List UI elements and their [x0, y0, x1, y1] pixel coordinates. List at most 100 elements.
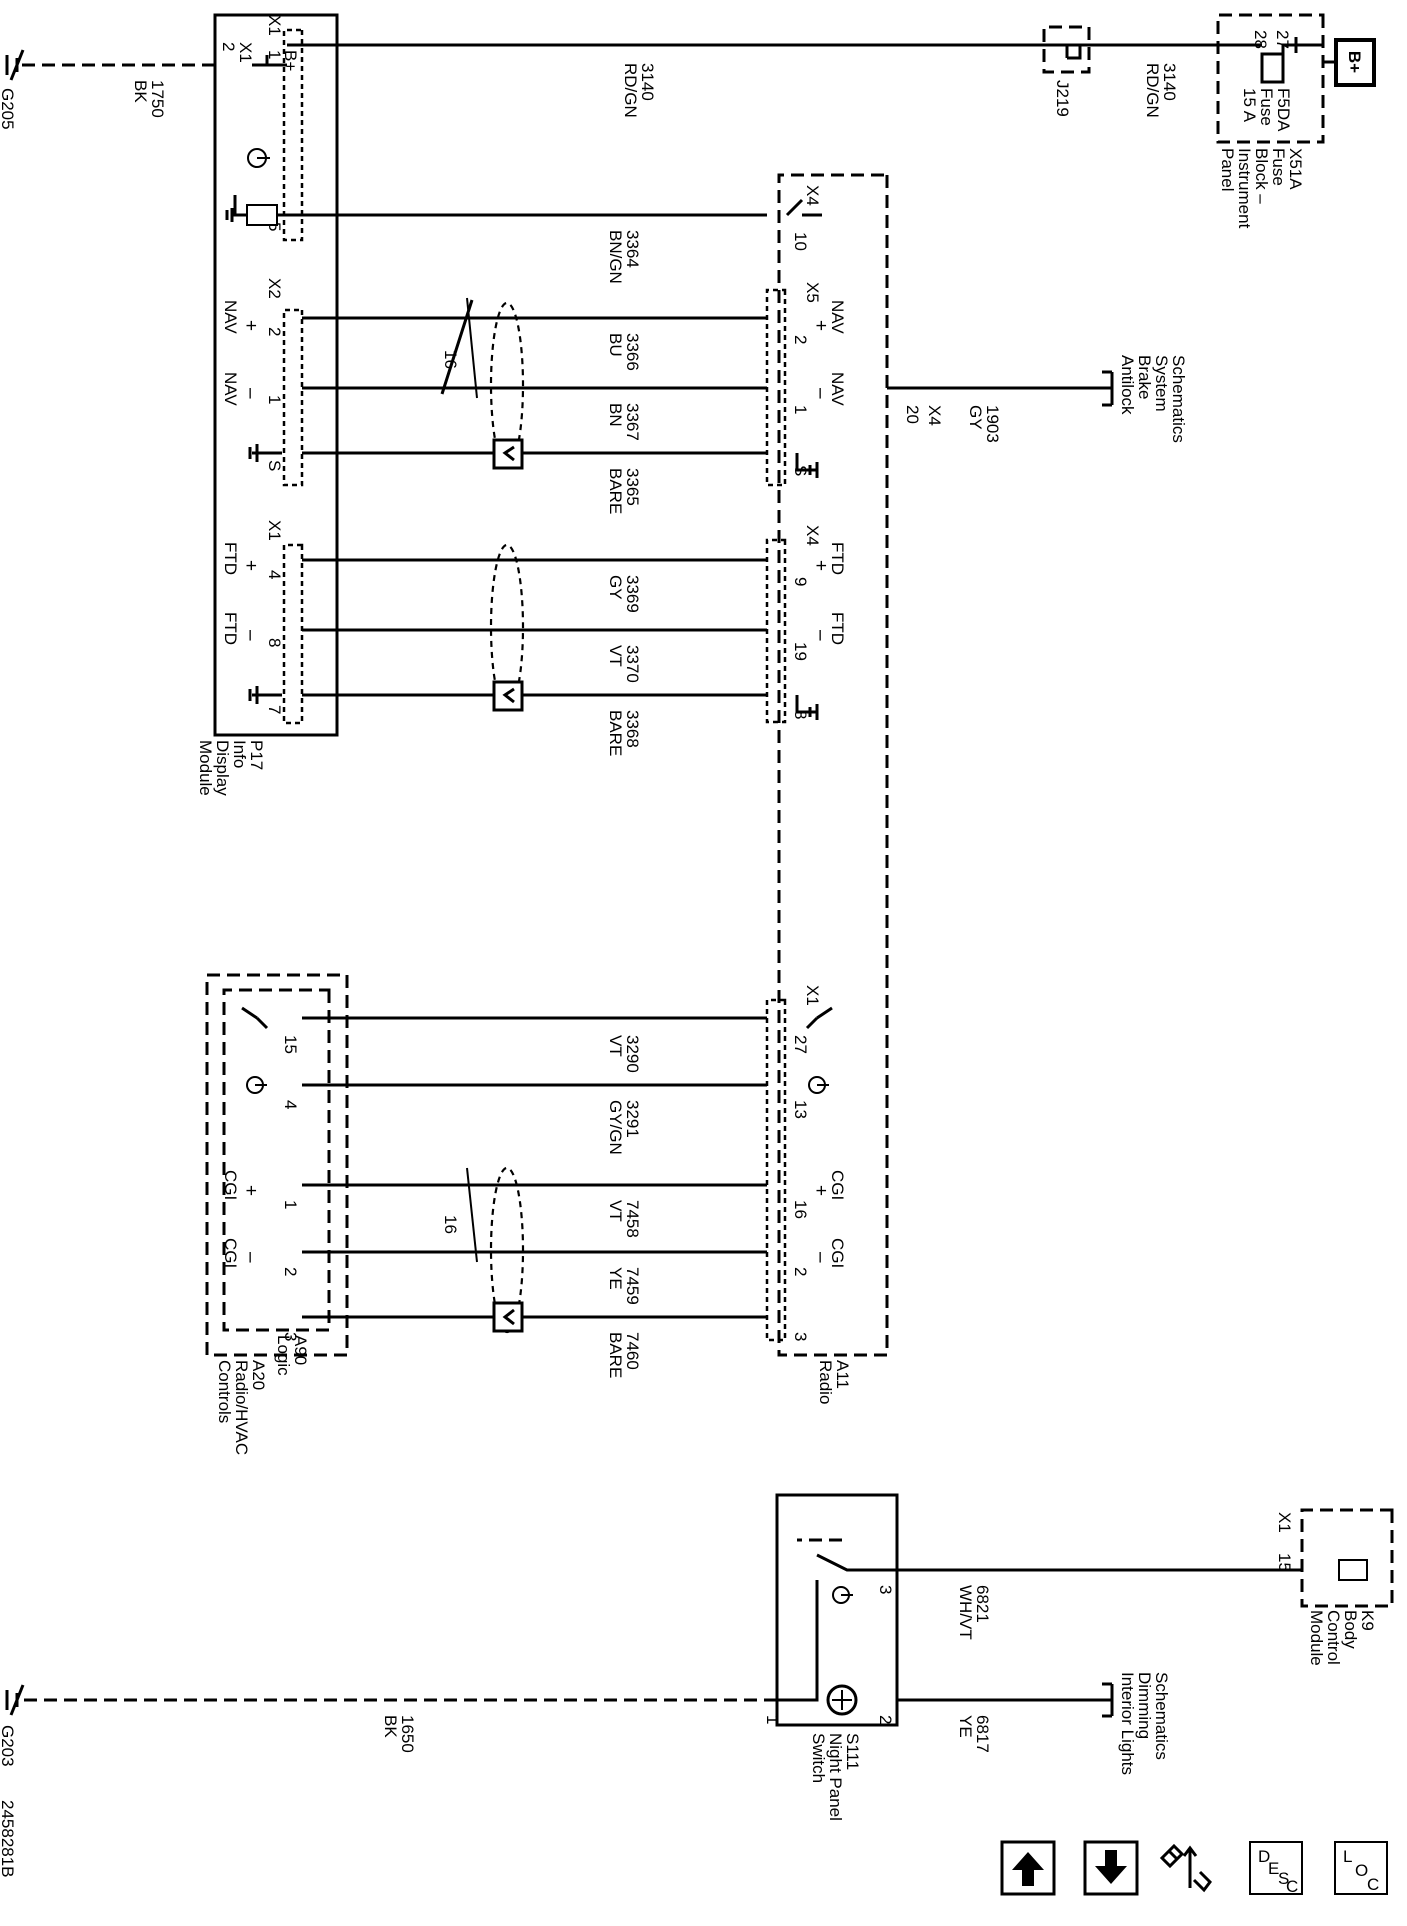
svg-text:J219: J219: [1053, 80, 1072, 117]
svg-text:Radio: Radio: [816, 1360, 835, 1404]
svg-text:–: –: [810, 630, 831, 641]
svg-text:1750: 1750: [148, 80, 167, 118]
info-display-module: [213, 13, 339, 737]
svg-text:CGI: CGI: [221, 1170, 240, 1200]
svg-text:Antilock: Antilock: [1118, 355, 1137, 415]
svg-text:6817: 6817: [973, 1715, 992, 1753]
svg-text:1: 1: [265, 395, 284, 404]
svg-text:3291: 3291: [623, 1100, 642, 1138]
svg-text:CGI: CGI: [221, 1238, 240, 1268]
svg-text:P17: P17: [247, 740, 266, 770]
svg-text:Body: Body: [1341, 1610, 1360, 1649]
svg-text:BARE: BARE: [606, 710, 625, 756]
svg-text:20: 20: [903, 405, 922, 424]
svg-text:2: 2: [876, 1715, 895, 1724]
svg-text:Schematics: Schematics: [1169, 355, 1188, 443]
radio: [777, 173, 889, 1357]
svg-text:C: C: [1367, 1875, 1379, 1894]
lamp-icon: [826, 1684, 858, 1716]
svg-text:X1: X1: [265, 15, 284, 36]
svg-text:X1: X1: [265, 520, 284, 541]
svg-text:Schematics: Schematics: [1152, 1672, 1171, 1760]
location-button[interactable]: L O C: [1334, 1841, 1388, 1895]
svg-text:3369: 3369: [623, 575, 642, 613]
svg-text:NAV: NAV: [828, 372, 847, 406]
svg-text:Info: Info: [230, 740, 249, 768]
radio-hvac-controls-label: A20 Radio/HVAC Controls: [215, 1360, 268, 1455]
svg-text:16: 16: [441, 350, 460, 369]
svg-text:3366: 3366: [623, 333, 642, 371]
svg-text:YE: YE: [606, 1267, 625, 1290]
svg-text:–: –: [240, 630, 261, 641]
svg-text:16: 16: [441, 1215, 460, 1234]
radio-hvac-controls: [205, 973, 349, 1357]
fuse-block-label: X51A Fuse Block – Instrument Panel: [1218, 148, 1305, 229]
svg-text:8: 8: [791, 710, 810, 719]
svg-text:+: +: [240, 560, 261, 571]
fuse-block-instrument-panel: [1216, 13, 1325, 144]
svg-text:1: 1: [281, 1200, 300, 1209]
svg-text:1903: 1903: [983, 405, 1002, 443]
svg-text:B+: B+: [1345, 51, 1364, 73]
up-arrow-button[interactable]: [1000, 1840, 1056, 1896]
svg-text:10: 10: [791, 232, 810, 251]
svg-text:FTD: FTD: [828, 542, 847, 575]
svg-text:1: 1: [791, 405, 810, 414]
svg-text:FTD: FTD: [221, 542, 240, 575]
down-arrow-icon: [1095, 1850, 1127, 1884]
svg-text:F5DA: F5DA: [1274, 88, 1293, 132]
ground-symbol: [252, 55, 287, 67]
svg-text:+: +: [240, 1185, 261, 1196]
svg-text:–: –: [240, 388, 261, 399]
svg-text:NAV: NAV: [221, 300, 240, 334]
up-arrow-icon: [1012, 1852, 1044, 1886]
power-icon: [832, 1586, 853, 1604]
svg-text:1: 1: [265, 50, 284, 59]
svg-text:3140: 3140: [1160, 63, 1179, 101]
power-icon: [246, 1076, 267, 1094]
svg-text:A11: A11: [833, 1360, 852, 1389]
abs-schematic-ref: Antilock Brake System Schematics: [1118, 355, 1188, 443]
logic-module: [222, 988, 331, 1332]
svg-text:X4: X4: [925, 405, 944, 426]
svg-text:S111: S111: [843, 1733, 862, 1770]
svg-text:7458: 7458: [623, 1200, 642, 1238]
svg-text:+: +: [810, 1185, 831, 1196]
svg-text:FTD: FTD: [828, 612, 847, 645]
down-arrow-button[interactable]: [1083, 1840, 1139, 1896]
svg-text:X5: X5: [803, 282, 822, 303]
svg-text:2: 2: [219, 42, 238, 51]
svg-text:Switch: Switch: [809, 1733, 828, 1783]
svg-text:3364: 3364: [623, 230, 642, 268]
description-button[interactable]: D E S C: [1249, 1841, 1303, 1896]
svg-text:27: 27: [1273, 30, 1292, 49]
svg-text:3290: 3290: [623, 1035, 642, 1073]
svg-text:X4: X4: [803, 185, 822, 206]
svg-text:GY/GN: GY/GN: [606, 1100, 625, 1155]
night-panel-switch-label: S111 Night Panel Switch: [809, 1733, 862, 1821]
svg-text:YE: YE: [956, 1715, 975, 1738]
svg-text:RD/GN: RD/GN: [621, 63, 640, 118]
svg-text:Module: Module: [1307, 1610, 1326, 1666]
radio-label: A11 Radio: [816, 1360, 852, 1404]
info-display-module-label: P17 Info Display Module: [196, 740, 266, 796]
svg-text:3367: 3367: [623, 403, 642, 441]
svg-text:Brake: Brake: [1135, 355, 1154, 399]
svg-text:X1: X1: [1275, 1512, 1294, 1533]
svg-text:VT: VT: [606, 645, 625, 667]
svg-text:Controls: Controls: [215, 1360, 234, 1423]
svg-text:2: 2: [265, 327, 284, 336]
svg-text:Control: Control: [1324, 1610, 1343, 1665]
body-control-module-label: K9 Body Control Module: [1307, 1610, 1377, 1666]
body-control-module: [1300, 1508, 1394, 1608]
svg-text:4: 4: [281, 1100, 300, 1109]
svg-text:5: 5: [265, 222, 284, 231]
diagram-number: 2458281B: [0, 1800, 17, 1878]
svg-text:Radio/HVAC: Radio/HVAC: [232, 1360, 251, 1455]
svg-text:BN/GN: BN/GN: [606, 230, 625, 284]
svg-text:3370: 3370: [623, 645, 642, 683]
svg-text:Fuse: Fuse: [1257, 88, 1276, 126]
component-locator-button[interactable]: [1159, 1843, 1212, 1893]
svg-text:WH/VT: WH/VT: [956, 1585, 975, 1640]
svg-text:BK: BK: [381, 1715, 400, 1738]
